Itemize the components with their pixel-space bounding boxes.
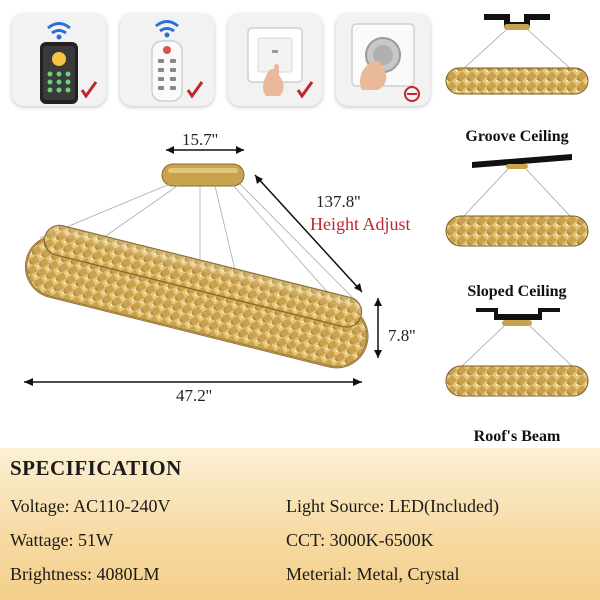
spec-cct: CCT: 3000K-6500K: [286, 530, 434, 550]
sloped-ceiling-illustration: [445, 154, 589, 247]
specification-panel: SPECIFICATION Voltage: AC110-240V Wattag…: [0, 448, 600, 600]
length-label: 47.2'': [176, 386, 212, 405]
roofs-beam-label: Roof's Beam: [473, 428, 561, 445]
groove-ceiling-label: Groove Ceiling: [465, 128, 569, 145]
wifi-remote-icon: [120, 14, 214, 106]
spec-voltage: Voltage: AC110-240V: [10, 496, 171, 516]
height-label: 137.8'': [316, 192, 361, 211]
spec-wattage: Wattage: 51W: [10, 530, 114, 550]
depth-label: 7.8'': [388, 326, 416, 345]
roofs-beam-illustration: [445, 308, 589, 397]
top-width-label: 15.7'': [182, 130, 218, 149]
height-adjust-label: Height Adjust: [310, 214, 411, 234]
sloped-ceiling-label: Sloped Ceiling: [467, 283, 567, 300]
spec-light-source: Light Source: LED(Included): [286, 496, 499, 516]
specification-title: SPECIFICATION: [10, 456, 182, 480]
dimmer-knob-icon: [336, 14, 430, 106]
spec-brightness: Brightness: 4080LM: [10, 564, 160, 584]
groove-ceiling-illustration: [445, 14, 589, 95]
spec-material: Meterial: Metal, Crystal: [286, 564, 460, 584]
wall-switch-icon: [228, 14, 322, 106]
chandelier-diagram: [24, 146, 382, 386]
wifi-app-phone-icon: [12, 14, 106, 106]
